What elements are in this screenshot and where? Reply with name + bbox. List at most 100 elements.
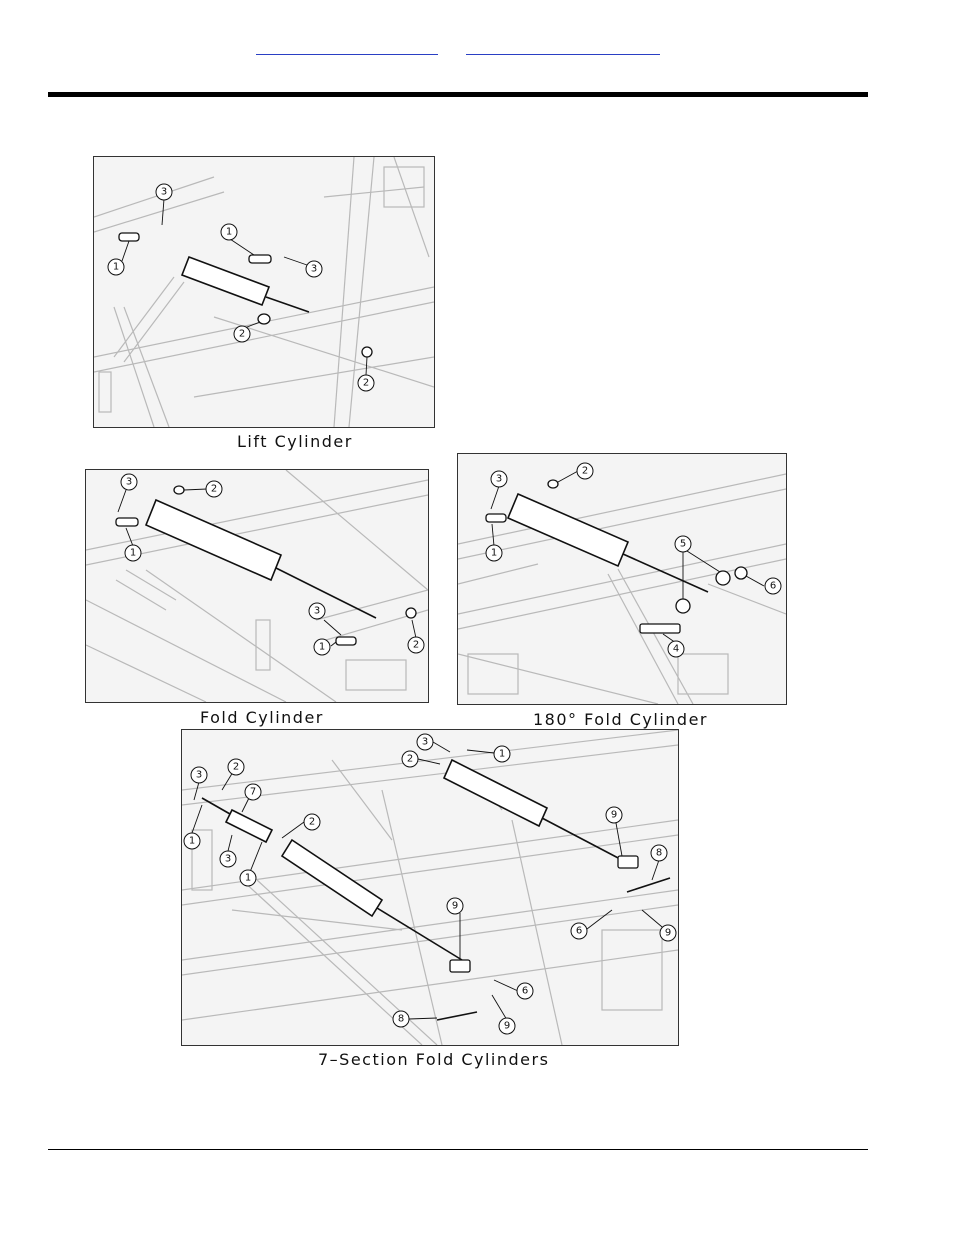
retainer-2a (257, 313, 271, 325)
cylinder-left (224, 808, 274, 844)
svg-text:9: 9 (452, 901, 458, 912)
callout-fold-1a: 1 (124, 544, 142, 562)
callout-7s-7: 7 (244, 783, 262, 801)
figure-7-section-fold-cylinders: 1 1 1 2 2 2 3 3 3 6 6 7 8 8 9 9 9 9 (181, 729, 679, 1046)
retainer-2 (547, 479, 559, 489)
svg-text:6: 6 (576, 926, 582, 937)
callout-lift-2b: 2 (357, 374, 375, 392)
header-link-left[interactable] (256, 40, 438, 55)
header-link-right[interactable] (466, 40, 660, 55)
retainer-2a (173, 485, 185, 495)
svg-text:6: 6 (522, 986, 528, 997)
svg-text:1: 1 (226, 227, 232, 238)
clevis-middle (449, 959, 471, 973)
svg-text:7: 7 (250, 787, 256, 798)
cylinder-left-rod (201, 797, 231, 815)
cylinder-top-rod (541, 817, 623, 861)
callout-7s-3c: 3 (219, 850, 237, 868)
cylinder-middle (280, 838, 384, 918)
svg-text:1: 1 (319, 642, 325, 653)
callout-7s-8a: 8 (650, 844, 668, 862)
svg-text:3: 3 (314, 606, 320, 617)
svg-text:2: 2 (239, 329, 245, 340)
lift-cylinder-body (180, 255, 271, 307)
pin-1b (335, 636, 357, 646)
leader-lines (191, 741, 669, 1026)
retainer-2b (361, 346, 373, 358)
callout-180-3: 3 (490, 470, 508, 488)
callout-7s-3b: 3 (190, 766, 208, 784)
180-fold-cylinder-drawing: 1 2 3 4 5 6 (458, 462, 786, 704)
callout-7s-6a: 6 (570, 922, 588, 940)
callout-fold-3a: 3 (120, 473, 138, 491)
svg-text:3: 3 (196, 770, 202, 781)
svg-text:2: 2 (582, 466, 588, 477)
fold-cylinder-rod (275, 567, 377, 619)
7-section-fold-cylinders-drawing: 1 1 1 2 2 2 3 3 3 6 6 7 8 8 9 9 9 9 (182, 730, 678, 1045)
svg-text:3: 3 (496, 474, 502, 485)
callout-7s-1c: 1 (239, 869, 257, 887)
svg-text:8: 8 (656, 848, 662, 859)
pin-1a (118, 232, 140, 242)
callout-7s-9c: 9 (659, 924, 677, 942)
callout-7s-2b: 2 (227, 758, 245, 776)
svg-text:2: 2 (407, 754, 413, 765)
svg-text:3: 3 (126, 477, 132, 488)
footer-rule (48, 1149, 868, 1150)
bolt-4 (639, 623, 681, 634)
leader-lines (117, 488, 417, 647)
svg-text:1: 1 (130, 548, 136, 559)
svg-text:3: 3 (225, 854, 231, 865)
callout-7s-9a: 9 (605, 806, 623, 824)
callout-7s-1a: 1 (493, 745, 511, 763)
svg-text:9: 9 (665, 928, 671, 939)
cylinder-top (442, 758, 549, 828)
washer-5a (675, 598, 691, 614)
svg-text:5: 5 (680, 539, 686, 550)
fold-cylinder-drawing: 1 1 2 2 3 3 (86, 470, 428, 702)
callout-fold-3b: 3 (308, 602, 326, 620)
callout-180-4: 4 (667, 640, 685, 658)
retainer-2b (405, 607, 417, 619)
svg-text:1: 1 (491, 548, 497, 559)
callout-fold-2b: 2 (407, 636, 425, 654)
svg-text:2: 2 (309, 817, 315, 828)
svg-text:1: 1 (245, 873, 251, 884)
svg-text:9: 9 (611, 810, 617, 821)
svg-text:2: 2 (211, 484, 217, 495)
svg-text:2: 2 (413, 640, 419, 651)
callout-7s-2c: 2 (303, 813, 321, 831)
callout-7s-6b: 6 (516, 982, 534, 1000)
callout-lift-3b: 3 (305, 260, 323, 278)
180-fold-cylinder-rod (622, 553, 709, 593)
pin-1 (485, 513, 507, 523)
svg-text:3: 3 (311, 264, 317, 275)
callout-fold-2a: 2 (205, 480, 223, 498)
fold-cylinder-body (144, 498, 283, 582)
caption-fold-cylinder: Fold Cylinder (200, 708, 324, 727)
frame-lines (182, 730, 678, 1045)
frame-lines (458, 473, 786, 704)
callout-lift-2a: 2 (233, 325, 251, 343)
svg-text:2: 2 (233, 762, 239, 773)
svg-text:2: 2 (363, 378, 369, 389)
svg-text:8: 8 (398, 1014, 404, 1025)
header-rule (48, 92, 868, 97)
figure-fold-cylinder: 1 1 2 2 3 3 (85, 469, 429, 703)
lift-cylinder-drawing: 1 1 2 2 3 3 (94, 157, 434, 427)
washer-5b (715, 570, 731, 586)
svg-text:4: 4 (673, 644, 679, 655)
caption-7-section-fold-cylinders: 7–Section Fold Cylinders (318, 1050, 550, 1069)
svg-text:6: 6 (770, 581, 776, 592)
caption-lift-cylinder: Lift Cylinder (237, 432, 353, 451)
bolt-8b (436, 1011, 478, 1021)
callout-lift-1a: 1 (107, 258, 125, 276)
clevis-top (617, 855, 639, 869)
svg-text:9: 9 (504, 1021, 510, 1032)
callout-180-5: 5 (674, 535, 692, 553)
callout-lift-1b: 1 (220, 223, 238, 241)
180-fold-cylinder-body (506, 492, 630, 568)
svg-text:3: 3 (161, 187, 167, 198)
callout-lift-3a: 3 (155, 183, 173, 201)
callout-7s-2a: 2 (401, 750, 419, 768)
